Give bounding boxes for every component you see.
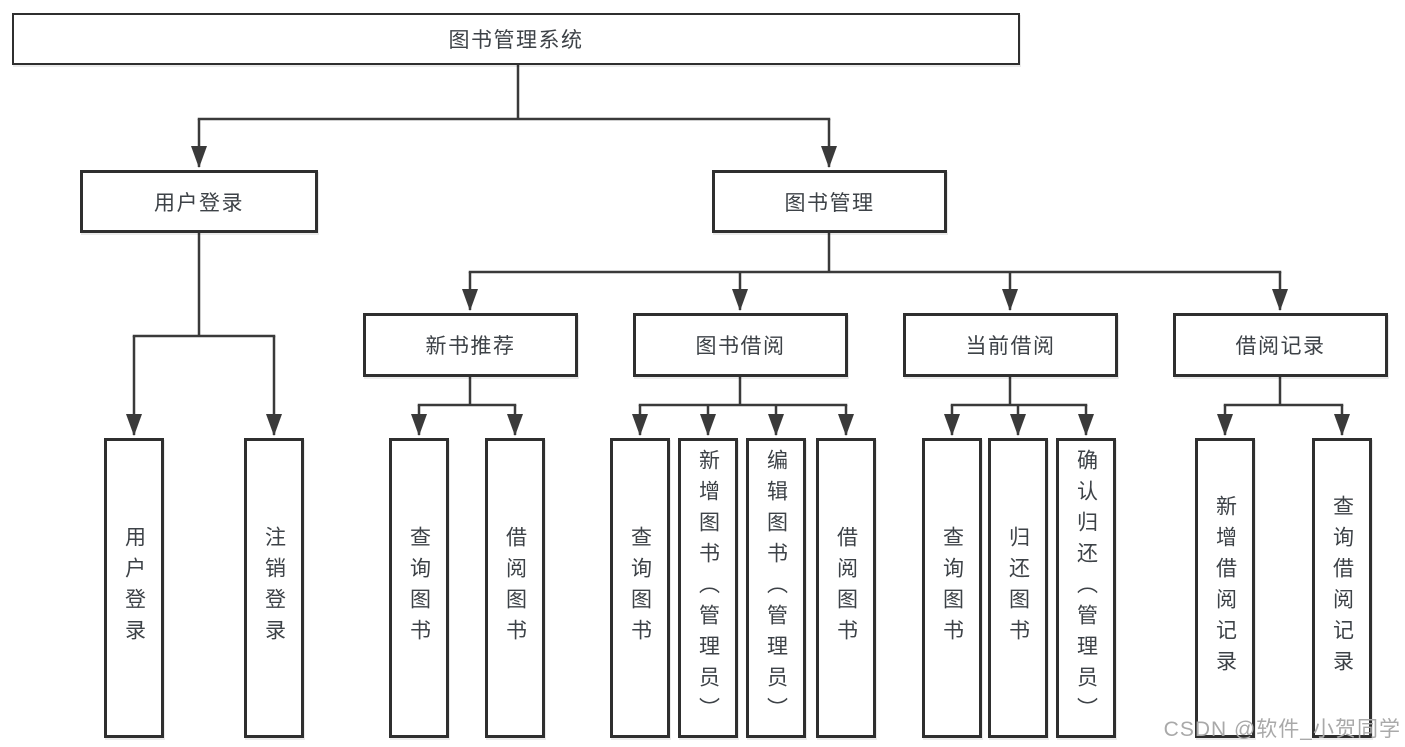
leaf-query-borrow-record: 查询借阅记录 [1312,438,1372,738]
node-root-system-label: 图书管理系统 [448,29,584,52]
leaf-add-books-admin: 新增图书（管理员） [678,438,738,738]
leaf-add-books-admin-label: 新增图书（管理员） [696,448,720,728]
node-book-borrow: 图书借阅 [633,313,848,377]
node-new-book-recommend-label: 新书推荐 [425,335,516,358]
leaf-add-borrow-record-label: 新增借阅记录 [1213,495,1237,681]
leaf-user-login: 用户登录 [104,438,164,738]
leaf-add-borrow-record: 新增借阅记录 [1195,438,1255,738]
leaf-borrow-books-recommend-label: 借阅图书 [503,526,527,650]
csdn-watermark: CSDN @软件_小贺同学 [1163,718,1401,741]
leaf-query-books-current: 查询图书 [922,438,982,738]
node-book-management-label: 图书管理 [784,191,875,215]
connector-skeleton [132,64,1344,407]
leaf-borrow-books-recommend: 借阅图书 [485,438,545,738]
leaf-edit-books-admin: 编辑图书（管理员） [746,438,806,738]
leaf-borrow-books-borrow-label: 借阅图书 [834,526,858,650]
node-user-login-label: 用户登录 [154,191,244,215]
leaf-borrow-books-borrow: 借阅图书 [816,438,876,738]
leaf-query-books-borrow: 查询图书 [610,438,670,738]
leaf-logout-label: 注销登录 [262,526,286,650]
leaf-logout: 注销登录 [244,438,304,738]
leaf-return-books-label: 归还图书 [1006,526,1030,650]
leaf-query-books-borrow-label: 查询图书 [628,526,652,650]
leaf-confirm-return-admin-label: 确认归还（管理员） [1074,448,1098,728]
leaf-user-login-label: 用户登录 [122,526,146,650]
leaf-return-books: 归还图书 [988,438,1048,738]
leaf-query-borrow-record-label: 查询借阅记录 [1330,495,1354,681]
leaf-query-books-recommend: 查询图书 [389,438,449,738]
leaf-edit-books-admin-label: 编辑图书（管理员） [764,448,788,728]
node-root-system: 图书管理系统 [12,13,1020,65]
node-user-login: 用户登录 [80,170,318,233]
node-current-borrow-label: 当前借阅 [965,335,1056,358]
leaf-confirm-return-admin: 确认归还（管理员） [1056,438,1116,738]
leaf-query-books-recommend-label: 查询图书 [407,526,431,650]
node-borrow-records: 借阅记录 [1173,313,1388,377]
node-borrow-records-label: 借阅记录 [1235,335,1326,358]
leaf-query-books-current-label: 查询图书 [940,526,964,650]
node-book-borrow-label: 图书借阅 [695,335,786,358]
node-book-management: 图书管理 [712,170,947,233]
node-current-borrow: 当前借阅 [903,313,1118,377]
node-new-book-recommend: 新书推荐 [363,313,578,377]
